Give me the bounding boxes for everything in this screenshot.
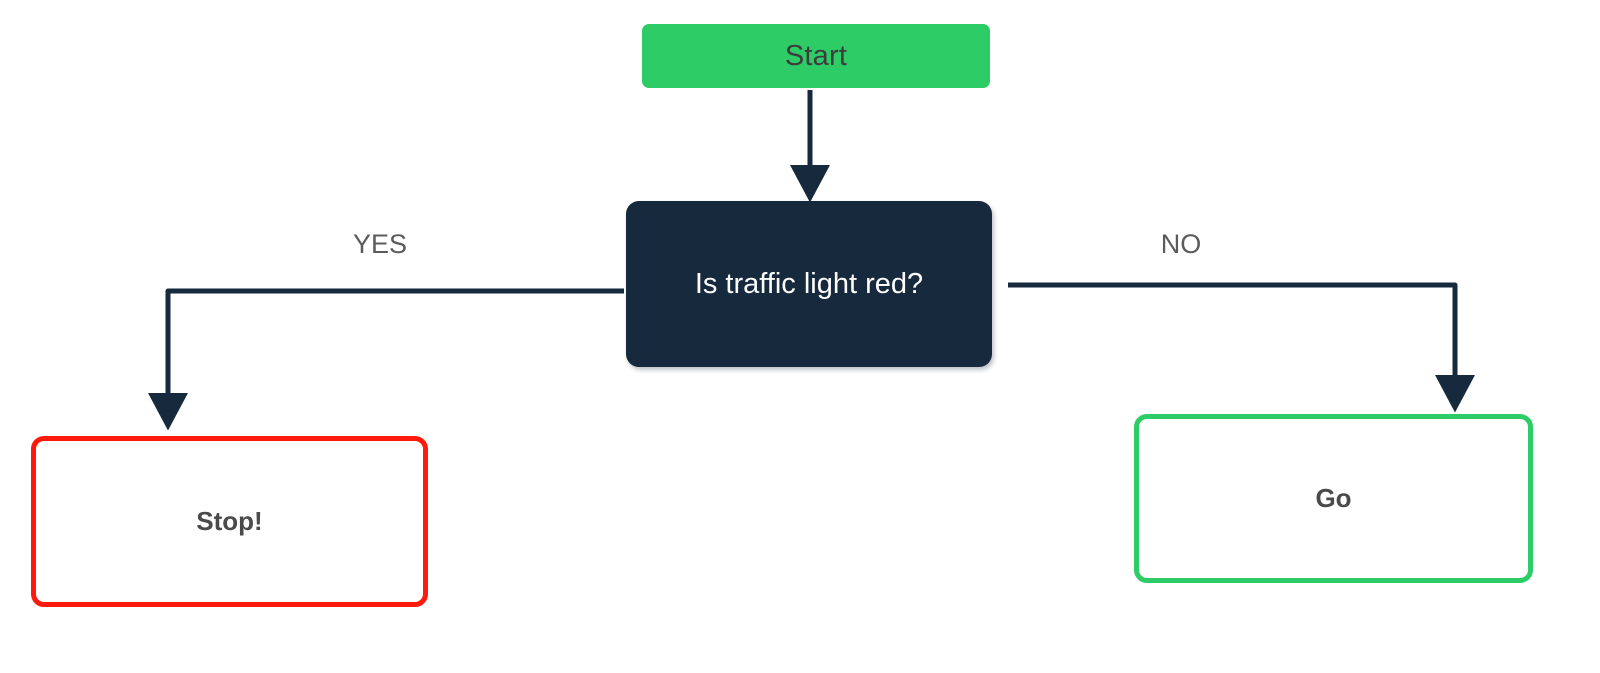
- node-start[interactable]: Start: [642, 24, 990, 88]
- edge-decision-to-go: [1008, 282, 1475, 413]
- node-stop[interactable]: Stop!: [31, 436, 428, 607]
- edge-label-no: NO: [1160, 229, 1202, 259]
- edge-decision-to-stop: [148, 288, 624, 431]
- node-decision[interactable]: Is traffic light red?: [626, 201, 992, 367]
- node-go[interactable]: Go: [1134, 414, 1533, 583]
- edge-label-yes: YES: [352, 229, 408, 259]
